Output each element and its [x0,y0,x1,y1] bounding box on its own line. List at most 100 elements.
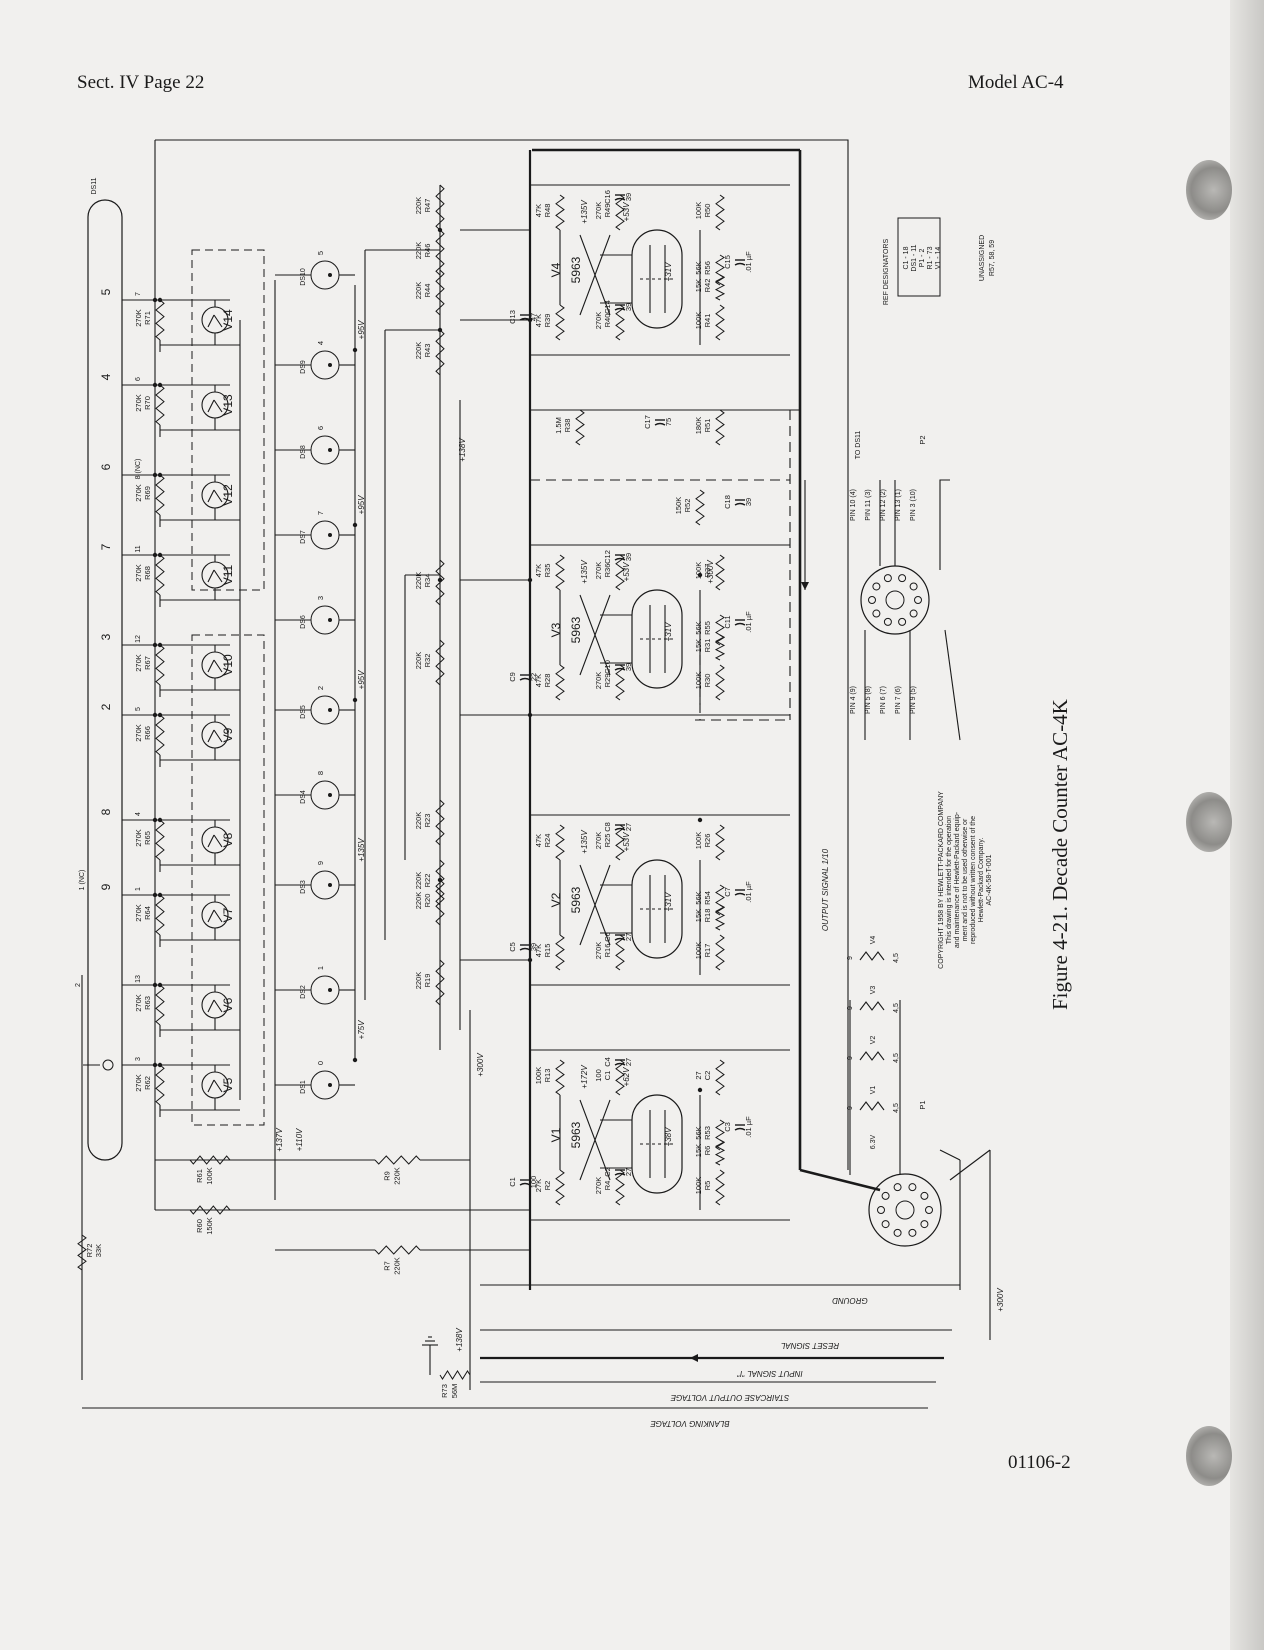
wire [859,1051,885,1061]
capacitor-value: 100 [529,1176,538,1189]
signal-label: RESET SIGNAL [781,1341,839,1350]
indicator-digit: 8 [316,771,325,775]
indicator-lamp-icon [310,350,340,380]
junction-dot [437,577,443,583]
indicator-ref: DS5 [300,705,307,719]
voltage-label: +95V [357,495,366,515]
voltage-label: +135V [580,560,589,584]
resistor-value: 100K [694,202,703,220]
lamp-ref: V5 [221,1077,235,1092]
resistor-value: 100K [694,562,703,580]
resistor-symbol [714,634,726,661]
resistor-symbol [435,859,445,906]
resistor-ref: R40 [603,314,612,328]
resistor-symbol [155,819,165,861]
resistor-ref: R72 [85,1244,94,1258]
resistor-symbol [155,894,165,936]
resistor-value: 56K [694,261,703,274]
capacitor-ref: C13 [508,310,517,324]
signal-label: INPUT SIGNAL "I" [736,1369,803,1378]
resistor-ref: R68 [143,566,152,580]
capacitor-plate [614,557,626,561]
capacitor-plate [614,667,626,671]
resistor-ref: R32 [423,654,432,668]
resistor-ref: R9 [383,1171,392,1181]
neon-lamp-icon [201,901,229,929]
arrow-icon [690,1354,698,1362]
capacitor-plate [734,622,746,626]
resistor-symbol [715,554,725,591]
capacitor-value: 27 [624,933,633,941]
lamp-ref: V7 [221,907,235,922]
connector-pin [872,582,881,591]
lamp-ref: V13 [221,394,235,416]
capacitor-value: 39 [624,553,633,561]
tube-type: 5963 [569,1121,583,1148]
connector-pin [920,1220,929,1229]
display-digit: 9 [99,883,113,890]
resistor-value: 27K [534,1179,543,1192]
resistor-symbol [155,299,165,341]
heater-pin: 9 [847,956,854,960]
resistor-ref: R39 [543,314,552,328]
pin-label: 11 [135,545,142,552]
lamp-electrode [328,793,332,797]
tube-type: 5963 [569,256,583,283]
capacitor-plate [519,1182,531,1186]
indicator-lamp-icon [310,695,340,725]
indicator-ref: DS8 [300,445,307,459]
indicator-ref: DS1 [300,1080,307,1094]
connector-pin [914,596,922,604]
ref-designators-box [897,217,941,297]
resistor-value: 47K [534,564,543,577]
display-tube-ref: DS11 [91,177,98,194]
resistor-ref: R13 [543,1069,552,1083]
resistor-value: 270K [134,309,143,327]
indicator-digit: 9 [316,861,325,865]
resistor-symbol [715,824,725,861]
neon-lamp-icon [201,1071,229,1099]
p2-pin-label: PIN 9 (5) [910,686,917,714]
resistor-ref: R23 [423,814,432,828]
voltage-label: +38V [664,1127,673,1147]
capacitor-value: 39 [624,303,633,311]
resistor-symbol [155,644,165,686]
display-digit: 7 [99,543,113,550]
resistor-value: 270K [134,1074,143,1092]
indicator-ref: DS7 [300,530,307,544]
capacitor-ref: C12 [603,550,612,564]
voltage-label: +31V [664,622,673,642]
unassigned-title: UNASSIGNED [979,235,986,281]
connector-pin [877,1206,885,1214]
pin-label: 1 (NC) [79,870,86,891]
capacitor-value: .01 µF [744,251,753,273]
wire [213,909,223,923]
resistor-symbol [715,1169,725,1206]
tube-ref: V3 [549,622,563,637]
resistor-ref: R56 [703,261,712,275]
wire [213,399,223,413]
resistor-value: 100K [694,832,703,850]
lamp-ref: V6 [221,997,235,1012]
display-digit: 6 [99,463,113,470]
resistor-value: 270K [594,672,603,690]
signal-label: STAIRCASE OUTPUT VOLTAGE [670,1393,789,1402]
indicator-ref: DS6 [300,615,307,629]
capacitor-ref: C1 [508,1177,517,1187]
junction-dot [437,327,443,333]
resistor-symbol [155,554,165,596]
resistor-ref: R48 [543,204,552,218]
resistor-ref: R47 [423,199,432,213]
resistor-ref: R42 [703,279,712,293]
resistor-ref: R70 [143,396,152,410]
resistor-value: 180K [694,417,703,435]
capacitor-plate [614,937,626,941]
wire [207,489,215,503]
resistor-ref: R65 [143,831,152,845]
ref-designator-line: C1 - 18 [903,246,910,269]
copyright-line: and maintenance of Hewlett-Packard equip… [954,811,961,948]
resistor-ref: R2 [543,1181,552,1191]
tube-type: 5963 [569,886,583,913]
resistor-value: 270K [134,394,143,412]
